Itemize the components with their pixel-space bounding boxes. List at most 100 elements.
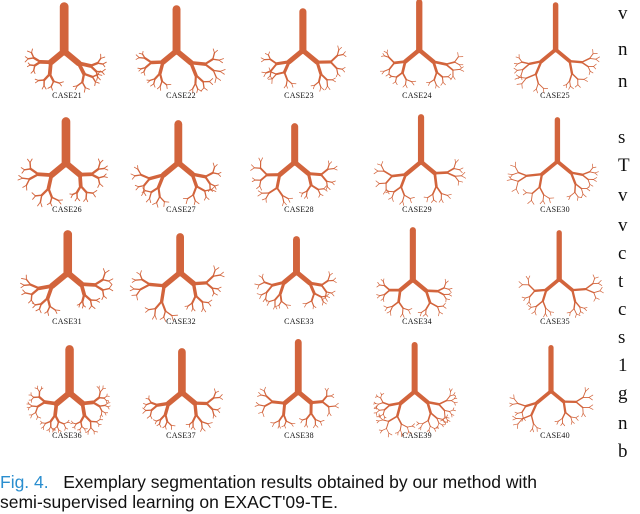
airway-branch (276, 72, 284, 74)
airway-branch (193, 83, 196, 88)
case-result-case24: CASE24 (358, 0, 476, 110)
airway-branch (536, 83, 538, 89)
airway-branch (31, 285, 39, 289)
airway-branch (165, 311, 171, 316)
airway-branch (208, 303, 211, 306)
airway-branch (561, 423, 563, 425)
airway-branch (259, 282, 265, 285)
airway-branch (306, 196, 307, 199)
airway-branch (584, 79, 588, 81)
airway-branch (282, 425, 285, 426)
case-result-case28: CASE28 (240, 114, 358, 224)
airway-branch (38, 174, 51, 175)
airway-branch (385, 290, 390, 294)
airway-branch (82, 82, 85, 87)
airway-branch (255, 405, 259, 406)
airway-branch (384, 69, 389, 71)
airway-branch (219, 60, 223, 63)
airway-branch (574, 309, 576, 314)
airway-branch (36, 304, 42, 305)
airway-branch (588, 179, 590, 184)
airway-branch (426, 291, 430, 303)
airway-branch (195, 403, 196, 415)
airway-branch (454, 393, 455, 395)
airway-branch (578, 197, 581, 198)
airway-branch (526, 276, 528, 279)
airway-branch (324, 186, 327, 189)
airway-branch (321, 285, 326, 292)
airway-branch (55, 426, 58, 428)
airway-branch (535, 312, 536, 315)
airway-branch (313, 425, 315, 428)
airway-branch (150, 198, 151, 202)
airway-branch (521, 75, 522, 79)
airway-branch (68, 273, 82, 284)
airway-branch (192, 303, 193, 308)
airway-branch (512, 189, 516, 191)
airway-branch (144, 405, 146, 408)
airway-branch (206, 197, 209, 200)
airway-branch (208, 300, 212, 303)
cropped-text-fragment: n (618, 40, 628, 60)
airway-branch (409, 310, 411, 314)
airway-branch (546, 308, 550, 312)
airway-branch (103, 269, 105, 273)
airway-branch (138, 169, 141, 175)
case-result-case38: CASE38 (240, 340, 358, 450)
airway-branch (194, 283, 206, 284)
airway-branch (90, 300, 91, 306)
airway-branch (590, 172, 595, 173)
airway-branch (517, 70, 523, 71)
airway-branch (559, 279, 572, 290)
airway-branch (279, 305, 280, 308)
airway-tree-render (122, 114, 240, 206)
airway-branch (306, 424, 307, 427)
airway-branch (65, 428, 66, 431)
airway-branch (330, 273, 333, 275)
airway-branch (571, 421, 572, 424)
airway-branch (151, 188, 158, 193)
airway-branch (82, 74, 84, 82)
airway-branch (54, 81, 60, 83)
airway-branch (260, 295, 262, 299)
airway-branch (436, 85, 437, 88)
airway-branch (320, 422, 321, 426)
airway-branch (426, 303, 430, 310)
airway-branch (141, 175, 150, 179)
airway-branch (335, 406, 339, 408)
airway-branch (454, 163, 456, 169)
case-label: CASE34 (358, 317, 476, 326)
airway-branch (520, 77, 527, 78)
airway-branch (572, 290, 575, 301)
airway-branch (32, 53, 34, 58)
airway-branch (48, 175, 51, 188)
airway-branch (274, 421, 279, 423)
airway-branch (435, 173, 447, 174)
case-label: CASE33 (240, 317, 358, 326)
airway-branch (45, 402, 56, 404)
airway-branch (579, 311, 580, 314)
airway-branch (589, 71, 590, 74)
airway-branch (593, 178, 596, 180)
airway-branch (337, 68, 338, 73)
airway-branch (214, 293, 218, 295)
cropped-text-fragment: v (618, 4, 628, 24)
airway-branch (32, 193, 35, 196)
airway-branch (262, 274, 263, 277)
airway-branch (155, 73, 160, 78)
case-label: CASE38 (240, 431, 358, 440)
airway-branch (87, 192, 93, 193)
airway-branch (319, 74, 321, 82)
airway-branch (374, 171, 378, 174)
airway-branch (262, 412, 264, 417)
case-result-case37: CASE37 (122, 340, 240, 450)
airway-branch (204, 197, 206, 200)
airway-branch (322, 402, 329, 407)
airway-branch (193, 427, 195, 430)
case-result-case32: CASE32 (122, 226, 240, 336)
airway-branch (412, 426, 415, 427)
airway-branch (259, 158, 261, 162)
airway-branch (252, 180, 255, 182)
airway-branch (456, 160, 459, 163)
airway-branch (265, 54, 268, 56)
